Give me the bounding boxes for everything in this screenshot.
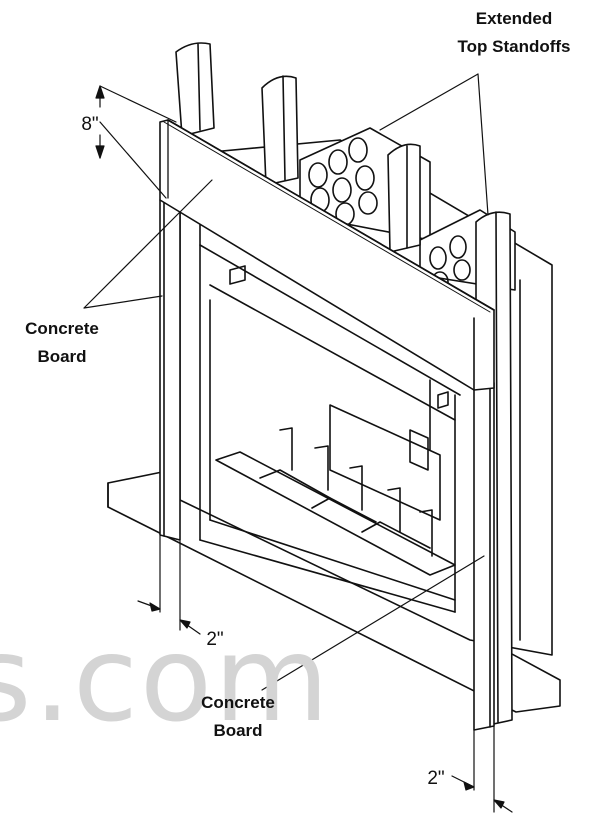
watermark-text: s.com: [0, 610, 331, 748]
standoff-post-3: [387, 143, 421, 253]
label-dim-2in-left: 2": [206, 629, 223, 650]
label-concrete-left-line1: Concrete: [25, 319, 99, 338]
dimension-8in: [95, 85, 177, 199]
concrete-board-left: [159, 199, 181, 541]
dimension-2in-left: [137, 535, 201, 635]
dimension-2in-right: [451, 725, 513, 813]
leader-concrete-bottom: [261, 555, 485, 691]
label-concrete-left-line2: Board: [37, 347, 86, 366]
log-set: [215, 265, 456, 576]
leader-concrete-left: [83, 179, 213, 309]
label-dim-2in-right: 2": [427, 768, 444, 789]
label-dim-8in: 8": [81, 114, 98, 135]
standoff-post-1: [175, 42, 215, 137]
standoff-post-2: [261, 75, 299, 186]
leader-standoffs: [379, 73, 489, 216]
label-extended-line2: Top Standoffs: [458, 37, 571, 56]
label-concrete-bottom-line1: Concrete: [201, 693, 275, 712]
label-concrete-bottom-line2: Board: [213, 721, 262, 740]
label-extended-line1: Extended: [476, 9, 553, 28]
